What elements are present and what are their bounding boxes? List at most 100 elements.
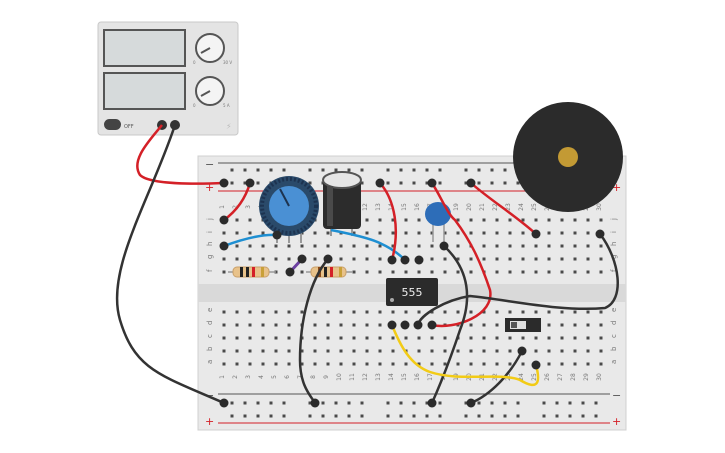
- breadboard-hole[interactable]: [365, 231, 369, 235]
- breadboard-hole[interactable]: [235, 336, 239, 340]
- breadboard-hole[interactable]: [534, 244, 538, 248]
- breadboard-hole[interactable]: [547, 244, 551, 248]
- breadboard-hole[interactable]: [391, 218, 395, 222]
- breadboard-hole[interactable]: [438, 401, 442, 405]
- breadboard-hole[interactable]: [464, 401, 468, 405]
- breadboard-hole[interactable]: [516, 414, 520, 418]
- breadboard-hole[interactable]: [243, 401, 247, 405]
- breadboard-hole[interactable]: [391, 244, 395, 248]
- breadboard-hole[interactable]: [417, 349, 421, 353]
- wire-endpoint[interactable]: [219, 215, 229, 225]
- breadboard-hole[interactable]: [521, 270, 525, 274]
- breadboard-hole[interactable]: [417, 362, 421, 366]
- breadboard-hole[interactable]: [469, 310, 473, 314]
- breadboard-hole[interactable]: [378, 362, 382, 366]
- breadboard-hole[interactable]: [334, 401, 338, 405]
- power-supply[interactable]: 0 30 V 0 5 A OFF ⚡: [97, 21, 239, 136]
- breadboard-hole[interactable]: [430, 257, 434, 261]
- breadboard-hole[interactable]: [230, 414, 234, 418]
- breadboard-hole[interactable]: [573, 257, 577, 261]
- breadboard-hole[interactable]: [503, 168, 507, 172]
- wire-endpoint[interactable]: [595, 229, 605, 239]
- breadboard-hole[interactable]: [586, 336, 590, 340]
- breadboard-hole[interactable]: [360, 414, 364, 418]
- breadboard-hole[interactable]: [456, 310, 460, 314]
- breadboard-hole[interactable]: [360, 168, 364, 172]
- breadboard-hole[interactable]: [573, 231, 577, 235]
- breadboard-hole[interactable]: [365, 310, 369, 314]
- breadboard-hole[interactable]: [287, 244, 291, 248]
- breadboard-hole[interactable]: [334, 168, 338, 172]
- breadboard-hole[interactable]: [274, 244, 278, 248]
- breadboard-hole[interactable]: [599, 270, 603, 274]
- breadboard-hole[interactable]: [581, 414, 585, 418]
- breadboard-hole[interactable]: [274, 257, 278, 261]
- breadboard-hole[interactable]: [477, 414, 481, 418]
- wire-endpoint[interactable]: [310, 398, 320, 408]
- breadboard-hole[interactable]: [222, 323, 226, 327]
- breadboard-hole[interactable]: [482, 336, 486, 340]
- breadboard-hole[interactable]: [555, 414, 559, 418]
- breadboard-hole[interactable]: [391, 231, 395, 235]
- breadboard-hole[interactable]: [261, 310, 265, 314]
- breadboard-hole[interactable]: [586, 257, 590, 261]
- breadboard-hole[interactable]: [256, 414, 260, 418]
- breadboard-hole[interactable]: [274, 349, 278, 353]
- breadboard-hole[interactable]: [417, 244, 421, 248]
- breadboard-hole[interactable]: [503, 414, 507, 418]
- wire-endpoint[interactable]: [219, 398, 229, 408]
- breadboard-hole[interactable]: [313, 244, 317, 248]
- breadboard-hole[interactable]: [547, 336, 551, 340]
- breadboard-hole[interactable]: [391, 362, 395, 366]
- breadboard-hole[interactable]: [599, 257, 603, 261]
- breadboard-hole[interactable]: [495, 310, 499, 314]
- breadboard-hole[interactable]: [417, 310, 421, 314]
- breadboard-hole[interactable]: [490, 168, 494, 172]
- breadboard-hole[interactable]: [469, 349, 473, 353]
- breadboard-hole[interactable]: [365, 218, 369, 222]
- breadboard-hole[interactable]: [516, 401, 520, 405]
- breadboard-hole[interactable]: [261, 323, 265, 327]
- breadboard-hole[interactable]: [248, 231, 252, 235]
- breadboard-hole[interactable]: [365, 336, 369, 340]
- breadboard-hole[interactable]: [326, 323, 330, 327]
- breadboard-hole[interactable]: [599, 218, 603, 222]
- breadboard-hole[interactable]: [287, 362, 291, 366]
- breadboard-hole[interactable]: [425, 181, 429, 185]
- breadboard-hole[interactable]: [516, 181, 520, 185]
- breadboard-hole[interactable]: [365, 362, 369, 366]
- breadboard-hole[interactable]: [521, 244, 525, 248]
- breadboard-hole[interactable]: [248, 349, 252, 353]
- breadboard-hole[interactable]: [542, 401, 546, 405]
- breadboard-hole[interactable]: [560, 323, 564, 327]
- slide-switch[interactable]: [505, 318, 541, 332]
- breadboard-hole[interactable]: [443, 231, 447, 235]
- breadboard-hole[interactable]: [443, 349, 447, 353]
- breadboard-hole[interactable]: [586, 349, 590, 353]
- breadboard-hole[interactable]: [469, 336, 473, 340]
- wire-black-resistor-to-gnd[interactable]: [298, 258, 329, 404]
- breadboard-hole[interactable]: [300, 244, 304, 248]
- breadboard-hole[interactable]: [594, 401, 598, 405]
- breadboard-hole[interactable]: [386, 181, 390, 185]
- breadboard-hole[interactable]: [508, 218, 512, 222]
- breadboard-hole[interactable]: [599, 336, 603, 340]
- breadboard-hole[interactable]: [430, 349, 434, 353]
- breadboard-hole[interactable]: [399, 168, 403, 172]
- breadboard-hole[interactable]: [469, 362, 473, 366]
- breadboard-hole[interactable]: [378, 270, 382, 274]
- breadboard-hole[interactable]: [339, 323, 343, 327]
- power-switch[interactable]: [104, 119, 121, 130]
- breadboard-hole[interactable]: [508, 231, 512, 235]
- breadboard-hole[interactable]: [534, 270, 538, 274]
- breadboard-hole[interactable]: [399, 181, 403, 185]
- breadboard-hole[interactable]: [573, 362, 577, 366]
- breadboard-hole[interactable]: [503, 181, 507, 185]
- breadboard-hole[interactable]: [425, 401, 429, 405]
- breadboard-hole[interactable]: [482, 310, 486, 314]
- breadboard-hole[interactable]: [378, 336, 382, 340]
- breadboard-hole[interactable]: [547, 257, 551, 261]
- breadboard-hole[interactable]: [586, 270, 590, 274]
- breadboard-hole[interactable]: [495, 323, 499, 327]
- breadboard-hole[interactable]: [243, 168, 247, 172]
